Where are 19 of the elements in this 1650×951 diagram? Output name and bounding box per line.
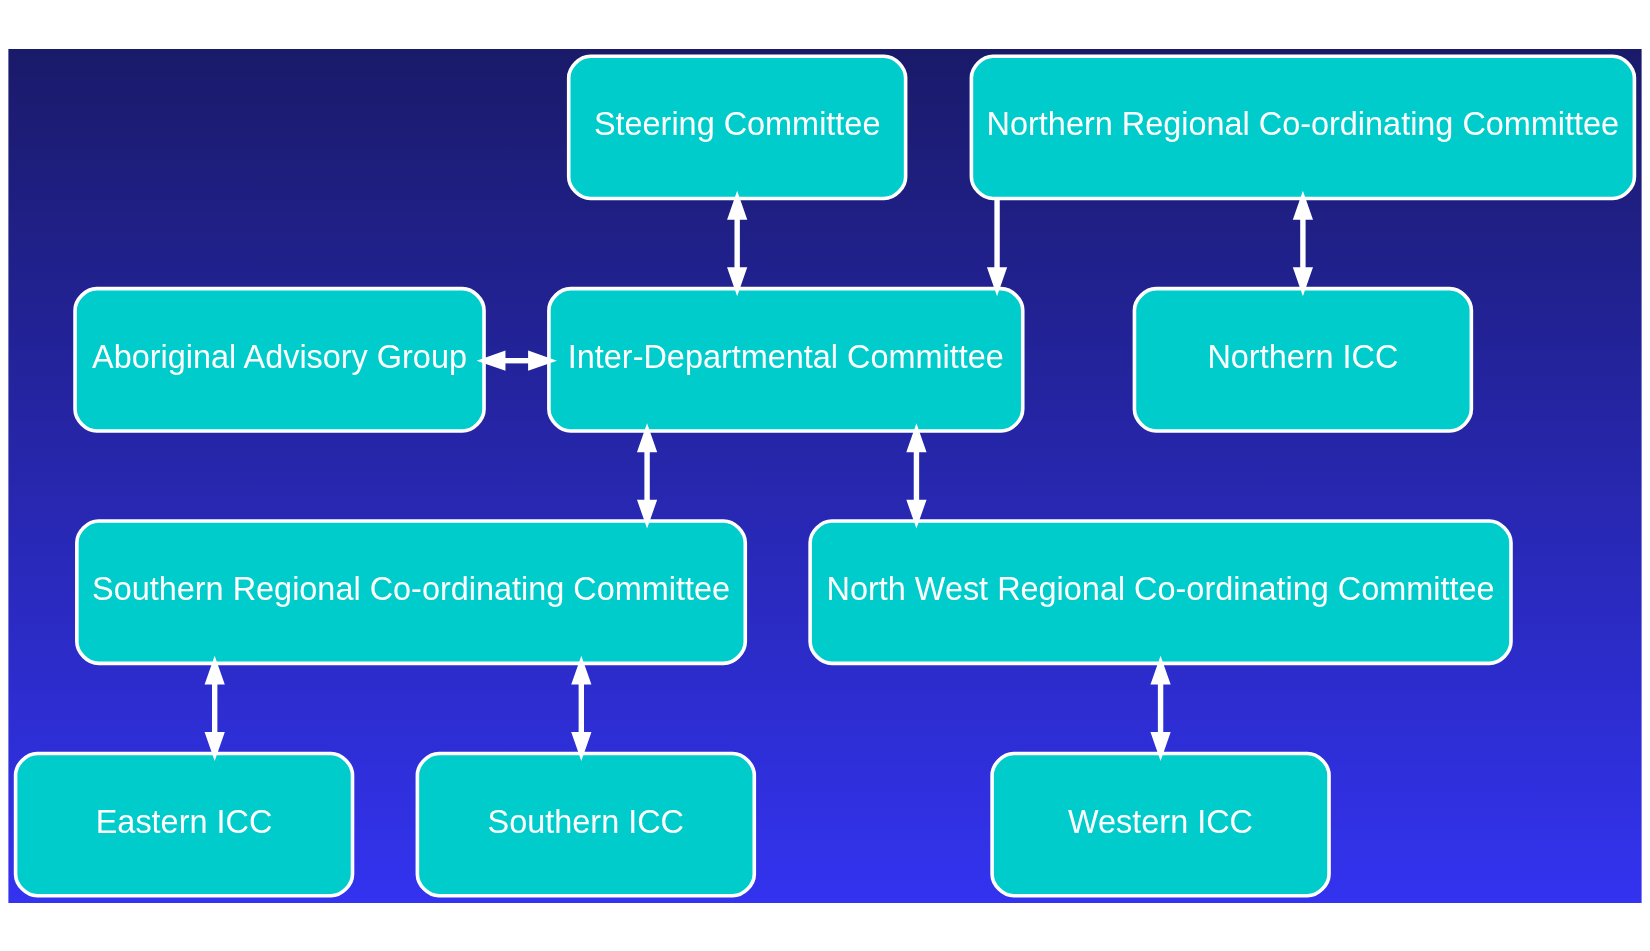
node-box: Northern Regional Co-ordinating Committee	[969, 53, 1637, 200]
node-box: North West Regional Co-ordinating Committee	[808, 518, 1513, 665]
arrow	[1292, 190, 1313, 296]
node-box: Aboriginal Advisory Group	[73, 286, 486, 433]
arrow	[636, 422, 658, 529]
arrow	[906, 422, 927, 529]
arrow	[204, 655, 225, 761]
node-box: Eastern ICC	[13, 751, 355, 898]
node-box: Inter-Departmental Committee	[547, 286, 1025, 433]
arrow	[727, 190, 748, 296]
node-box: Western ICC	[990, 751, 1331, 898]
node-box: Southern Regional Co-ordinating Committee	[75, 518, 748, 665]
node-box: Southern ICC	[415, 751, 757, 898]
node-box: Steering Committee	[566, 53, 908, 200]
node-box: Northern ICC	[1132, 286, 1474, 433]
arrow	[476, 350, 557, 371]
arrow	[1150, 655, 1171, 761]
arrow	[986, 198, 1008, 296]
arrow	[571, 655, 592, 761]
